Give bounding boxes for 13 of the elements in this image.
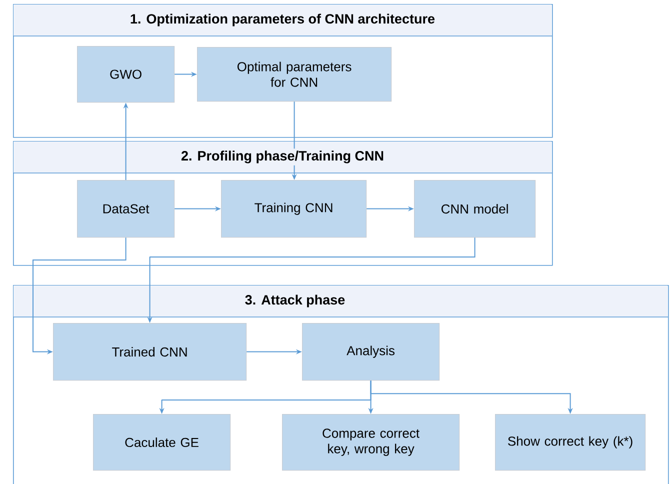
process-box: Compare correct key, wrong key: [282, 414, 460, 471]
process-box: CNN model: [414, 180, 536, 238]
process-box: Optimal parameters for CNN: [197, 47, 392, 102]
process-box: DataSet: [77, 180, 175, 238]
panel-heading: 2. Profiling phase/Training CNN: [179, 148, 386, 166]
process-box: Show correct key (k*): [495, 414, 646, 471]
panel-heading: 1. Optimization parameters of CNN architecture: [128, 12, 438, 28]
process-box: Trained CNN: [53, 323, 247, 381]
process-box: GWO: [77, 46, 175, 103]
process-box: Training CNN: [221, 180, 367, 238]
process-box: Caculate GE: [93, 414, 231, 471]
panel-heading: 3. Attack phase: [242, 292, 348, 310]
process-box: Analysis: [302, 323, 440, 381]
